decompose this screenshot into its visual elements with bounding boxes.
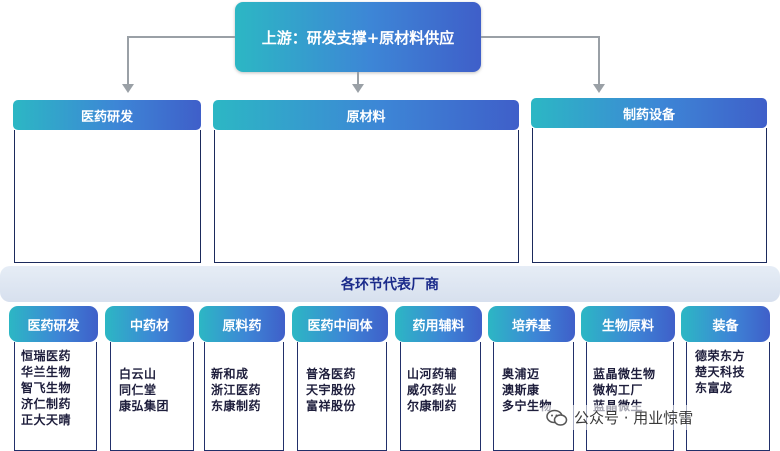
category-body-herbal: 白云山 同仁堂 康弘集团 — [110, 342, 194, 451]
company-name: 蓝晶微生物 — [593, 367, 656, 381]
category-header-bio-materials: 生物原料 — [581, 306, 675, 342]
company-name: 新和成 — [211, 367, 249, 381]
company-name: 德荣东方 — [695, 349, 746, 363]
company-name: 浙江医药 — [211, 383, 262, 397]
company-name: 微构工厂 — [593, 383, 644, 397]
company-name: 正大天晴 — [21, 413, 72, 427]
category-body-bio-materials: 蓝晶微生物 微构工厂 蓝晶微生 — [586, 342, 674, 451]
watermark-text: 公众号 · 用业惊雷 — [574, 409, 694, 427]
upstream-title-box: 上游：研发支撑+原材料供应 — [235, 2, 481, 72]
wechat-icon — [546, 409, 568, 427]
arrow-down-icon — [122, 84, 134, 93]
company-name: 奥浦迈 — [502, 367, 540, 381]
company-name: 富祥股份 — [306, 399, 357, 413]
category-body-intermediates: 普洛医药 天宇股份 富祥股份 — [297, 342, 387, 451]
representative-companies-bar: 各环节代表厂商 — [0, 266, 780, 302]
company-name: 智飞生物 — [21, 381, 72, 395]
watermark: 公众号 · 用业惊雷 — [542, 405, 698, 430]
connector-left-horizontal — [127, 36, 235, 38]
category-header-excipients: 药用辅料 — [395, 306, 482, 342]
category-header-intermediates: 医药中间体 — [292, 306, 388, 342]
company-name: 同仁堂 — [119, 383, 157, 397]
category-header-research: 医药研发 — [9, 306, 98, 342]
connector-left-vertical — [127, 36, 129, 86]
category-header-api: 原料药 — [199, 306, 285, 342]
company-name: 华兰生物 — [21, 365, 72, 379]
company-name: 东富龙 — [695, 381, 733, 395]
column-header-equipment: 制药设备 — [531, 98, 767, 128]
company-name: 尔康制药 — [407, 399, 458, 413]
company-name: 普洛医药 — [306, 367, 357, 381]
category-body-equipment: 德荣东方 楚天科技 东富龙 — [686, 342, 770, 451]
company-name: 楚天科技 — [695, 365, 746, 379]
company-name: 白云山 — [119, 367, 157, 381]
company-name: 多宁生物 — [502, 399, 553, 413]
column-body-raw-materials — [214, 130, 519, 263]
category-body-excipients: 山河药辅 威尔药业 尔康制药 — [400, 342, 481, 451]
company-name: 澳斯康 — [502, 383, 540, 397]
column-body-equipment — [532, 128, 767, 263]
column-header-research: 医药研发 — [13, 100, 201, 130]
company-name: 济仁制药 — [21, 397, 72, 411]
category-body-research: 恒瑞医药 华兰生物 智飞生物 济仁制药 正大天晴 — [14, 342, 97, 451]
company-name: 山河药辅 — [407, 367, 458, 381]
company-name: 天宇股份 — [306, 383, 357, 397]
category-header-herbal: 中药材 — [105, 306, 194, 342]
connector-right-horizontal — [481, 36, 600, 38]
company-name: 东康制药 — [211, 399, 262, 413]
category-header-equipment: 装备 — [681, 306, 770, 342]
connector-center-vertical — [357, 72, 359, 86]
connector-right-vertical — [598, 36, 600, 86]
category-header-culture-media: 培养基 — [488, 306, 575, 342]
company-name: 恒瑞医药 — [21, 349, 72, 363]
arrow-down-icon — [352, 84, 364, 93]
category-body-culture-media: 奥浦迈 澳斯康 多宁生物 — [493, 342, 574, 451]
company-name: 康弘集团 — [119, 399, 170, 413]
arrow-down-icon — [593, 84, 605, 93]
column-body-research — [14, 130, 201, 263]
company-name: 威尔药业 — [407, 383, 458, 397]
category-body-api: 新和成 浙江医药 东康制药 — [204, 342, 284, 451]
column-header-raw-materials: 原材料 — [213, 100, 519, 130]
